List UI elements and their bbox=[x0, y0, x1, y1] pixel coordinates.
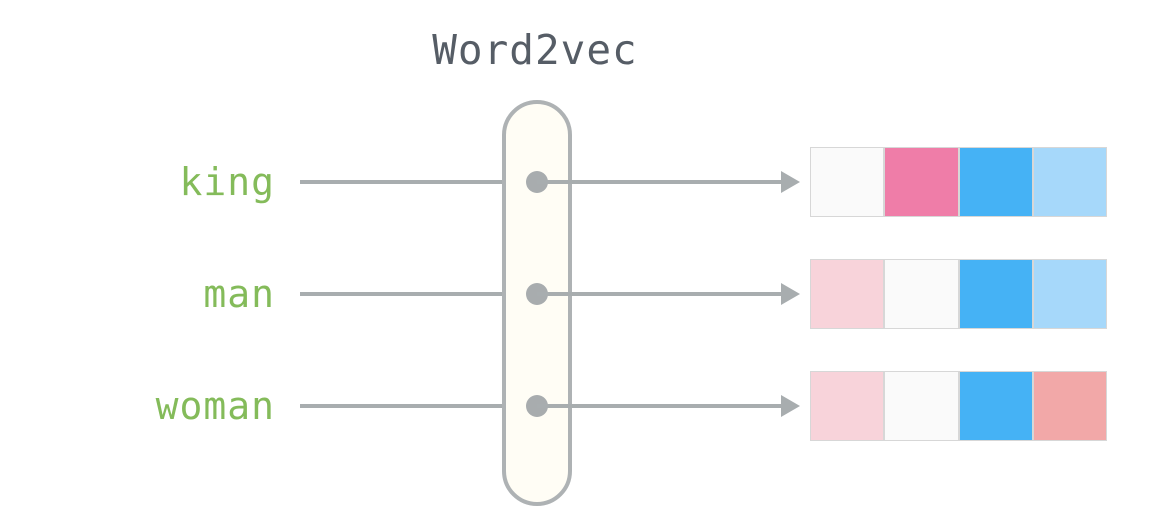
page-title: Word2vec bbox=[432, 26, 638, 74]
vector-cell bbox=[811, 148, 884, 216]
arrow-right-icon-woman bbox=[781, 395, 800, 417]
vector-cell bbox=[811, 260, 884, 328]
connector-line-man-input bbox=[300, 292, 540, 296]
vector-cell bbox=[959, 260, 1032, 328]
vector-cell bbox=[885, 372, 958, 440]
connector-line-king-output bbox=[537, 180, 783, 184]
arrow-right-icon-king bbox=[781, 171, 800, 193]
word-label-king: king bbox=[179, 160, 275, 204]
word-label-man: man bbox=[203, 272, 275, 316]
vector-cell bbox=[959, 372, 1032, 440]
vector-cell bbox=[885, 148, 958, 216]
vector-cell bbox=[1033, 372, 1106, 440]
vector-cell bbox=[811, 372, 884, 440]
connector-line-woman-input bbox=[300, 404, 540, 408]
king-embedding-vector bbox=[810, 147, 1107, 217]
vector-cell bbox=[959, 148, 1032, 216]
man-embedding-vector bbox=[810, 259, 1107, 329]
vector-cell bbox=[1033, 260, 1106, 328]
connector-line-woman-output bbox=[537, 404, 783, 408]
arrow-right-icon-man bbox=[781, 283, 800, 305]
word-label-woman: woman bbox=[155, 384, 275, 428]
vector-cell bbox=[885, 260, 958, 328]
connector-line-king-input bbox=[300, 180, 540, 184]
vector-cell bbox=[1033, 148, 1106, 216]
woman-embedding-vector bbox=[810, 371, 1107, 441]
connector-line-man-output bbox=[537, 292, 783, 296]
